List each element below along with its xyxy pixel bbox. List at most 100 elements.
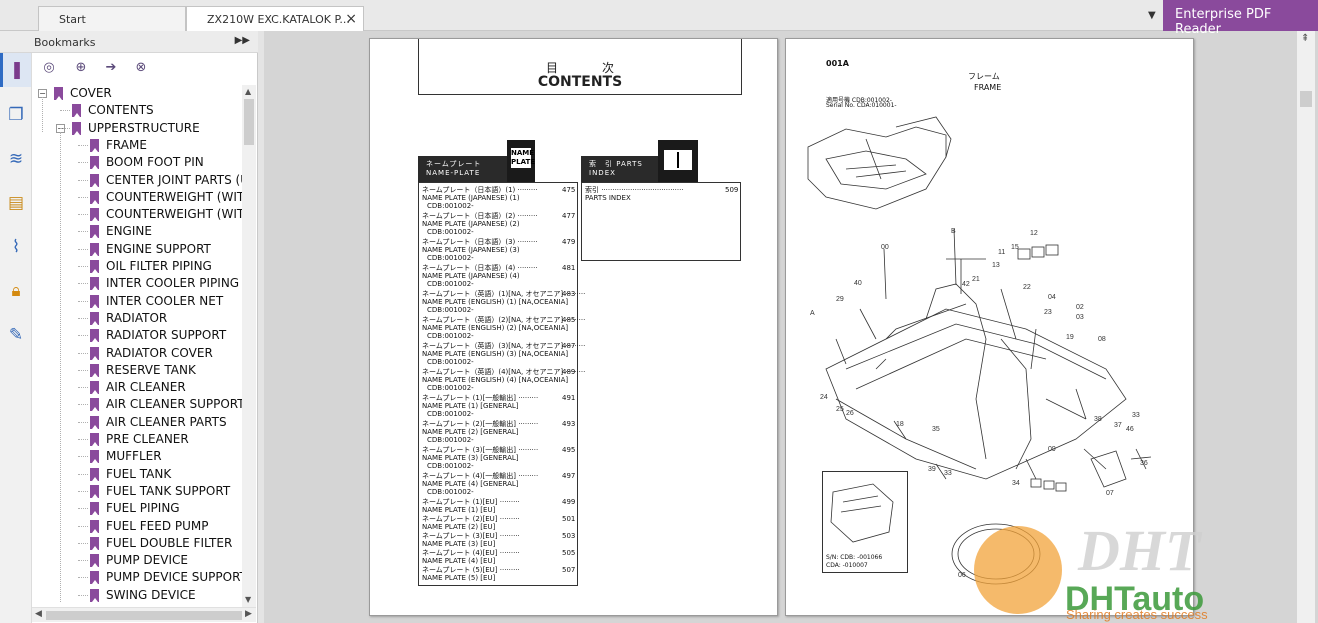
- bookmark-icon: [90, 225, 99, 239]
- contents-entry[interactable]: ネームプレート (1)[一般輸出] ·········491: [422, 394, 575, 402]
- close-icon[interactable]: ×: [345, 11, 357, 27]
- bookmark-item[interactable]: RADIATOR: [32, 310, 242, 327]
- bookmark-item[interactable]: AIR CLEANER PARTS: [32, 414, 242, 431]
- bookmark-item[interactable]: AIR CLEANER: [32, 379, 242, 396]
- contents-entry[interactable]: ネームプレート（日本語）(4) ·········481: [422, 264, 575, 272]
- scroll-right-icon[interactable]: ▶: [245, 609, 252, 619]
- panel-splitter[interactable]: [258, 31, 264, 623]
- contents-entry[interactable]: ネームプレート（英語）(3)[NA, オセアニア] ·········487: [422, 342, 585, 350]
- bookmark-item[interactable]: COUNTERWEIGHT (WIT: [32, 206, 242, 223]
- contents-entry[interactable]: ネームプレート（日本語）(1) ·········475: [422, 186, 575, 194]
- bookmark-item[interactable]: AIR CLEANER SUPPORT: [32, 396, 242, 413]
- svg-text:29: 29: [836, 296, 844, 303]
- dropdown-arrow-icon[interactable]: ▼: [1148, 10, 1156, 21]
- entry-cdb: CDB:001002-: [427, 436, 474, 444]
- brand-button[interactable]: Enterprise PDF Reader: [1163, 0, 1318, 37]
- contents-entry[interactable]: ネームプレート（日本語）(2) ·········477: [422, 212, 575, 220]
- bookmark-item[interactable]: RADIATOR SUPPORT: [32, 327, 242, 344]
- bookmark-item[interactable]: MUFFLER: [32, 448, 242, 465]
- attachments-rail-icon[interactable]: ⌇: [11, 237, 21, 257]
- scroll-thumb[interactable]: [244, 99, 254, 145]
- entry-en: NAME PLATE (ENGLISH) (3) [NA,OCEANIA]: [422, 350, 569, 358]
- bookmark-item[interactable]: FUEL TANK SUPPORT: [32, 483, 242, 500]
- bookmark-item[interactable]: −COVER: [32, 85, 242, 102]
- hscroll-thumb[interactable]: [46, 611, 242, 620]
- bookmark-item[interactable]: COUNTERWEIGHT (WIT: [32, 189, 242, 206]
- contents-entry[interactable]: ネームプレート（英語）(1)[NA, オセアニア] ·········483: [422, 290, 585, 298]
- contents-entry[interactable]: ネームプレート（英語）(4)[NA, オセアニア] ·········489: [422, 368, 585, 376]
- bookmark-item[interactable]: CONTENTS: [32, 102, 242, 119]
- bookmark-item[interactable]: −UPPERSTRUCTURE: [32, 120, 242, 137]
- entry-page: 495: [562, 446, 576, 454]
- drawing-title-jp: フレーム: [968, 72, 1000, 81]
- tab-document[interactable]: ZX210W EXC.KATALOK P... ×: [186, 6, 364, 31]
- bookmark-label: COVER: [70, 86, 112, 100]
- pages-rail-icon[interactable]: ❐: [8, 105, 24, 125]
- bookmark-item[interactable]: RESERVE TANK: [32, 362, 242, 379]
- contents-entry[interactable]: ネームプレート (1)[EU] ·········499: [422, 498, 575, 506]
- comments-rail-icon[interactable]: ▤: [7, 193, 25, 213]
- bookmark-item[interactable]: FUEL DOUBLE FILTER: [32, 535, 242, 552]
- bookmark-item[interactable]: FUEL TANK: [32, 466, 242, 483]
- contents-entry[interactable]: ネームプレート (4)[一般輸出] ·········497: [422, 472, 575, 480]
- entry-cdb: CDB:001002-: [427, 202, 474, 210]
- bookmark-item[interactable]: SWING DEVICE: [32, 587, 242, 604]
- bookmarks-vertical-scrollbar[interactable]: ▲ ▼: [242, 85, 256, 607]
- parts-index-entry[interactable]: 索引 ·····································…: [585, 186, 738, 194]
- delete-bookmark-icon[interactable]: ⊗: [135, 60, 147, 75]
- drawing-code: 001A: [826, 59, 849, 68]
- bookmark-label: AIR CLEANER: [106, 380, 186, 395]
- entry-jp: ネームプレート (2)[一般輸出] ·········: [422, 420, 539, 428]
- go-to-bookmark-icon[interactable]: ➔: [105, 60, 117, 75]
- entry-en: NAME PLATE (ENGLISH) (4) [NA,OCEANIA]: [422, 376, 569, 384]
- bookmark-item[interactable]: SWING DEVICE SUPPORT: [32, 604, 242, 605]
- entry-en: NAME PLATE (JAPANESE) (4): [422, 272, 520, 280]
- bookmark-item[interactable]: PUMP DEVICE: [32, 552, 242, 569]
- bookmark-item[interactable]: FRAME: [32, 137, 242, 154]
- bookmark-item[interactable]: CENTER JOINT PARTS (U: [32, 172, 242, 189]
- bookmarks-horizontal-scrollbar[interactable]: ◀ ▶: [32, 607, 256, 622]
- contents-entry[interactable]: ネームプレート (5)[EU] ·········507: [422, 566, 575, 574]
- contents-entry[interactable]: ネームプレート (3)[一般輸出] ·········495: [422, 446, 575, 454]
- bookmark-item[interactable]: PUMP DEVICE SUPPORT: [32, 569, 242, 586]
- security-lock-icon[interactable]: 🔒︎: [11, 281, 21, 301]
- document-scroll-thumb[interactable]: [1300, 91, 1312, 107]
- signature-rail-icon[interactable]: ✎: [8, 325, 24, 345]
- bookmark-icon: [90, 260, 99, 273]
- detail-inset: S/N: CDB: -001066 CDA: -010007: [822, 471, 908, 573]
- bookmark-item[interactable]: BOOM FOOT PIN: [32, 154, 242, 171]
- bookmark-item[interactable]: ENGINE SUPPORT: [32, 241, 242, 258]
- contents-entry[interactable]: ネームプレート (2)[一般輸出] ·········493: [422, 420, 575, 428]
- svg-text:39: 39: [928, 466, 936, 473]
- bookmark-item[interactable]: PRE CLEANER: [32, 431, 242, 448]
- bookmark-item[interactable]: FUEL FEED PUMP: [32, 518, 242, 535]
- bookmark-item[interactable]: ENGINE: [32, 223, 242, 240]
- contents-entry[interactable]: ネームプレート（日本語）(3) ·········479: [422, 238, 575, 246]
- watermark-mark: DHT: [1077, 522, 1203, 583]
- scroll-up-icon[interactable]: ▲: [245, 87, 252, 96]
- document-vertical-scrollbar[interactable]: ⇞: [1297, 31, 1315, 623]
- tab-start[interactable]: Start: [38, 6, 186, 31]
- entry-cdb: CDB:001002-: [427, 306, 474, 314]
- bookmarks-rail-icon[interactable]: ❚: [0, 53, 31, 87]
- bookmark-item[interactable]: RADIATOR COVER: [32, 345, 242, 362]
- panel-collapse-icon[interactable]: ▶▶: [234, 35, 250, 46]
- entry-jp: ネームプレート (1)[EU] ·········: [422, 498, 520, 506]
- layers-rail-icon[interactable]: ≋: [8, 149, 24, 169]
- contents-entry[interactable]: ネームプレート (2)[EU] ·········501: [422, 515, 575, 523]
- bookmark-item[interactable]: INTER COOLER PIPING: [32, 275, 242, 292]
- pin-icon[interactable]: ⇞: [1301, 33, 1310, 44]
- bookmark-item[interactable]: INTER COOLER NET: [32, 293, 242, 310]
- expand-bookmark-icon[interactable]: ◎: [43, 60, 55, 75]
- bookmark-icon: [90, 502, 99, 516]
- svg-text:46: 46: [1126, 426, 1134, 433]
- contents-entry[interactable]: ネームプレート (4)[EU] ·········505: [422, 549, 575, 557]
- scroll-left-icon[interactable]: ◀: [35, 609, 42, 619]
- scroll-down-icon[interactable]: ▼: [245, 595, 252, 604]
- bookmark-item[interactable]: FUEL PIPING: [32, 500, 242, 517]
- contents-entry[interactable]: ネームプレート (3)[EU] ·········503: [422, 532, 575, 540]
- bookmark-item[interactable]: OIL FILTER PIPING: [32, 258, 242, 275]
- bookmark-label: MUFFLER: [106, 449, 162, 464]
- contents-entry[interactable]: ネームプレート（英語）(2)[NA, オセアニア] ·········485: [422, 316, 585, 324]
- add-bookmark-icon[interactable]: ⊕: [75, 60, 87, 75]
